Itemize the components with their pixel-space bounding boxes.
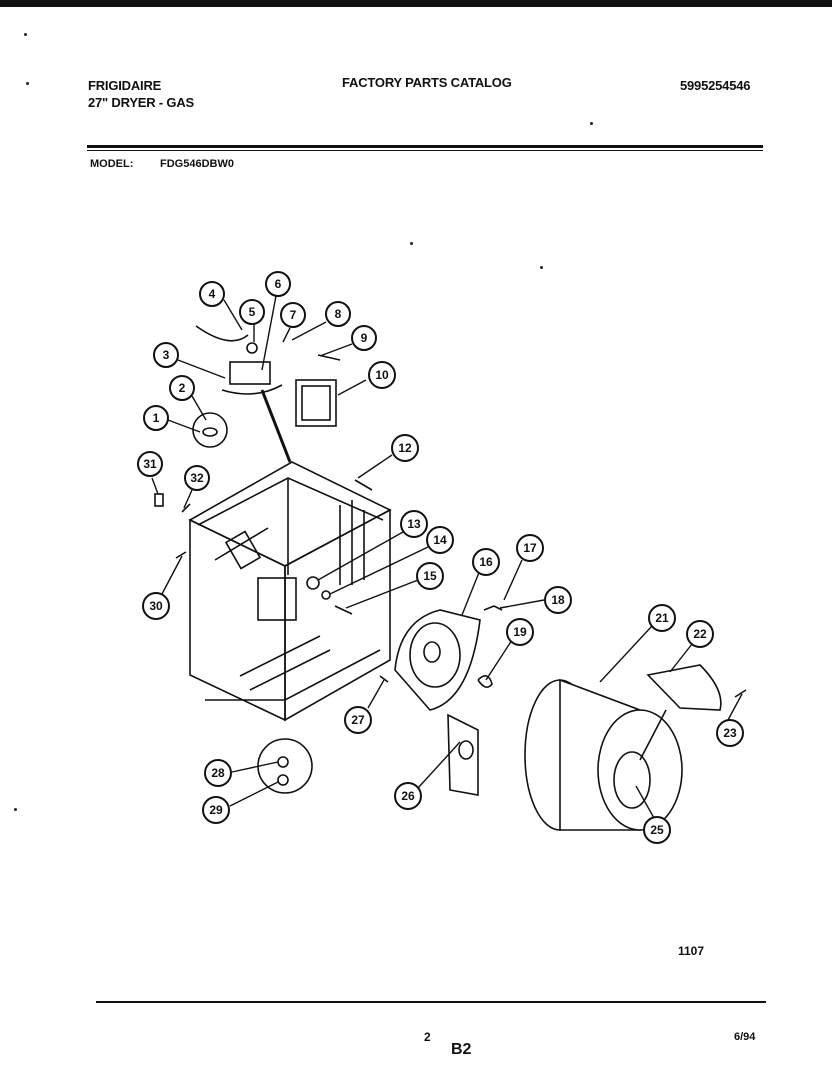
svg-text:9: 9 [361,331,368,345]
leveling-foot [257,738,313,794]
figure-id: 1107 [678,944,705,958]
svg-text:8: 8 [335,307,342,321]
svg-text:1: 1 [153,411,160,425]
page-number: 2 [424,1030,431,1044]
callout-25: 25 [643,816,671,844]
scan-speck [590,122,593,125]
svg-text:23: 23 [723,726,737,740]
svg-text:30: 30 [149,599,163,613]
callout-22: 22 [686,620,714,648]
svg-text:12: 12 [398,441,412,455]
callout-5: 5 [239,299,265,325]
callout-9: 9 [351,325,377,351]
callout-14: 14 [426,526,454,554]
callout-1: 1 [143,405,169,431]
callout-4: 4 [199,281,225,307]
svg-text:31: 31 [143,457,157,471]
callout-leaders [151,295,743,819]
svg-text:18: 18 [551,593,565,607]
scan-speck [410,242,413,245]
callout-30: 30 [142,592,170,620]
callout-15: 15 [416,562,444,590]
rear-bracket [447,713,479,796]
svg-text:13: 13 [407,517,421,531]
scan-speck [24,33,27,36]
svg-text:28: 28 [211,766,225,780]
svg-text:15: 15 [423,569,437,583]
hardware [154,493,747,698]
svg-text:2: 2 [179,381,186,395]
top-border [0,0,832,7]
svg-text:7: 7 [290,308,297,322]
svg-text:27: 27 [351,713,365,727]
callout-21: 21 [648,604,676,632]
svg-text:6: 6 [275,277,282,291]
brand-name: FRIGIDAIRE [88,78,162,93]
callout-18: 18 [544,586,572,614]
callout-17: 17 [516,534,544,562]
callout-31: 31 [137,451,163,477]
scan-speck [540,266,543,269]
scan-speck [14,808,17,811]
callout-3: 3 [153,342,179,368]
callout-28: 28 [204,759,232,787]
model-number: FDG546DBW0 [160,158,234,170]
svg-text:5: 5 [249,305,256,319]
catalog-title: FACTORY PARTS CATALOG [342,75,512,90]
svg-text:22: 22 [693,627,707,641]
callout-16: 16 [472,548,500,576]
callout-10: 10 [368,361,396,389]
svg-text:26: 26 [401,789,415,803]
product-description: 27" DRYER - GAS [88,95,194,110]
callout-27: 27 [344,706,372,734]
callout-32: 32 [184,465,210,491]
svg-text:3: 3 [163,348,170,362]
svg-text:14: 14 [433,533,447,547]
svg-text:32: 32 [190,471,204,485]
callout-29: 29 [202,796,230,824]
svg-text:16: 16 [479,555,493,569]
header-rule-thick [87,145,763,148]
footer-rule [96,1001,766,1003]
front-panel [394,609,481,711]
svg-text:4: 4 [209,287,216,301]
svg-text:10: 10 [375,368,389,382]
header-rule-thin [87,150,763,151]
callout-8: 8 [325,301,351,327]
svg-text:25: 25 [650,823,664,837]
revision-date: 6/94 [734,1031,756,1043]
callout-6: 6 [265,271,291,297]
dryer-cabinet [188,461,392,722]
scan-speck [26,82,29,85]
svg-text:29: 29 [209,803,223,817]
svg-text:17: 17 [523,541,537,555]
catalog-number: 5995254546 [680,78,751,93]
callout-23: 23 [716,719,744,747]
callout-13: 13 [400,510,428,538]
callout-12: 12 [391,434,419,462]
callout-7: 7 [280,302,306,328]
model-label: MODEL: [90,158,134,170]
callout-26: 26 [394,782,422,810]
callout-19: 19 [506,618,534,646]
callout-2: 2 [169,375,195,401]
section-code: B2 [451,1041,472,1058]
top-parts [192,325,373,491]
svg-text:21: 21 [655,611,669,625]
dryer-drum [524,664,722,831]
svg-text:19: 19 [513,625,527,639]
